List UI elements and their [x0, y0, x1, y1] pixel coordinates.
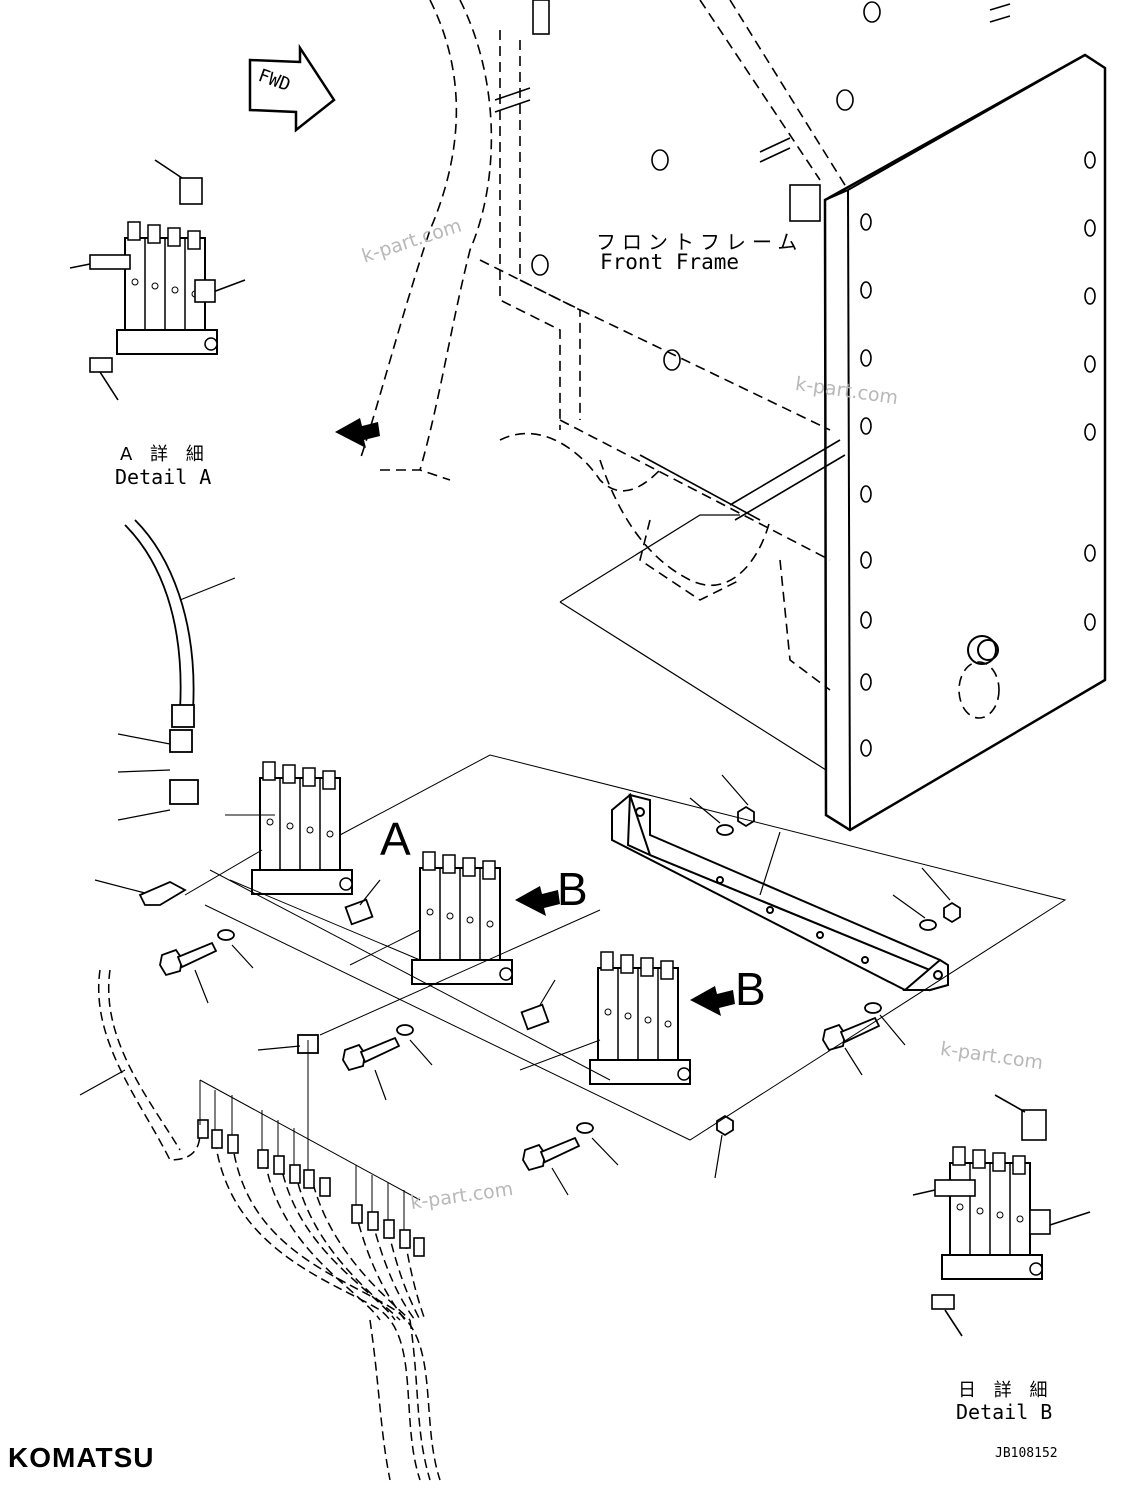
washer — [716, 824, 734, 836]
bolt — [822, 1017, 880, 1051]
komatsu-logo: KOMATSU — [8, 1442, 155, 1473]
fwd-arrow-icon — [248, 43, 336, 133]
nut — [737, 806, 755, 827]
view-arrow-b1-icon — [515, 886, 560, 916]
drawing-code: JB108152 — [995, 1446, 1058, 1461]
detail-b-title-jp: 日 詳 細 — [958, 1380, 1054, 1401]
washer — [919, 919, 937, 931]
detail-a-title-en: Detail A — [115, 465, 212, 489]
detail-a-parts — [69, 159, 246, 401]
bolt — [159, 942, 217, 976]
view-arrow-a-icon — [335, 418, 380, 448]
hose-bundle — [98, 969, 441, 1481]
view-arrow-b2-icon — [690, 986, 735, 1016]
frame-label-en: Front Frame — [600, 250, 740, 274]
nut — [716, 1115, 734, 1136]
washer — [396, 1024, 414, 1036]
bolt — [522, 1137, 580, 1171]
washer — [217, 929, 235, 941]
detail-b-valve — [941, 1146, 1043, 1280]
bolt — [342, 1037, 400, 1071]
fittings — [138, 729, 550, 1054]
front-frame — [359, 0, 1107, 832]
supply-hose — [124, 519, 195, 728]
valve-block-b2 — [589, 951, 691, 1085]
view-marker-b1: B — [557, 863, 588, 915]
routing-lines — [184, 754, 1067, 1230]
frame-label-jp: フロントフレーム — [596, 230, 804, 254]
valve-block-a — [251, 761, 353, 895]
nut — [943, 902, 961, 923]
view-marker-b2: B — [735, 963, 766, 1015]
valve-block-b1 — [411, 851, 513, 985]
detail-a-title-jp: A 詳 細 — [120, 444, 210, 465]
view-marker-a: A — [380, 813, 411, 865]
hose-fittings — [197, 1119, 425, 1257]
washer — [576, 1122, 594, 1134]
washer — [864, 1002, 882, 1014]
detail-b-title-en: Detail B — [956, 1400, 1053, 1424]
leader-lines — [79, 577, 951, 1196]
detail-b-parts — [912, 1094, 1091, 1337]
